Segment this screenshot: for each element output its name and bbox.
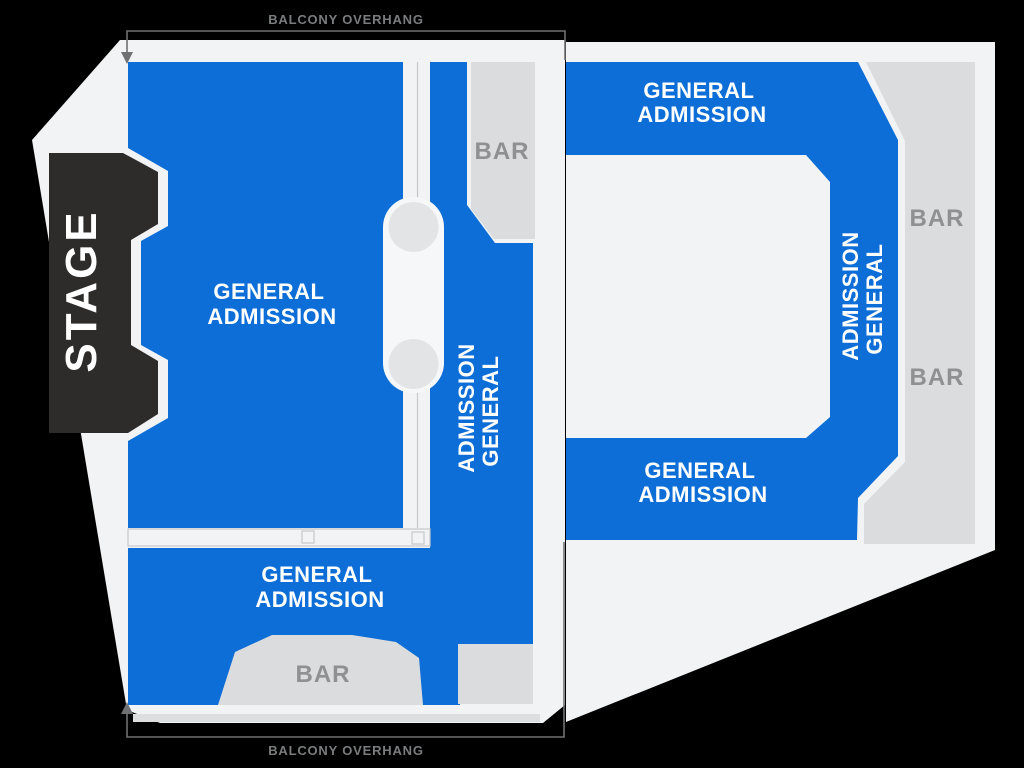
balcony-overhang-label-bottom: BALCONY OVERHANG — [268, 743, 424, 758]
section-general-admission-center-strip[interactable] — [430, 62, 533, 648]
section-label-lower: GENERAL ADMISSION — [255, 562, 384, 612]
stage-label: STAGE — [57, 209, 106, 372]
walkway-door-marker-left — [301, 530, 315, 544]
balcony-overhang-label-top: BALCONY OVERHANG — [268, 12, 424, 27]
support-column-top — [388, 202, 439, 252]
bottom-edge-strip — [133, 714, 540, 722]
section-label-right-lower: GENERAL ADMISSION — [638, 458, 767, 507]
bar-label-center: BAR — [475, 138, 530, 165]
walkway-door-marker-right — [411, 531, 425, 545]
balcony-overhang-bracket-top — [126, 30, 566, 62]
section-label-center-strip: GENERAL ADMISSION — [454, 343, 503, 472]
stage-area — [49, 153, 158, 433]
section-label-right-side: GENERAL ADMISSION — [838, 231, 887, 360]
section-label-right-upper: GENERAL ADMISSION — [637, 78, 766, 127]
bar-area-right-column — [864, 62, 975, 544]
bracket-arrow-up-icon — [121, 702, 133, 714]
balcony-overhang-bracket-bottom — [126, 542, 565, 738]
bracket-arrow-down-icon — [121, 52, 133, 64]
bar-label-right-bottom: BAR — [910, 364, 965, 391]
walkway — [127, 528, 431, 547]
bar-label-stage-end: BAR — [296, 661, 351, 688]
bar-area-center — [471, 62, 535, 239]
service-block — [458, 644, 533, 704]
bar-label-right-top: BAR — [910, 205, 965, 232]
section-general-admission-right[interactable] — [566, 62, 898, 540]
bar-area-stage-end — [218, 635, 423, 705]
section-label-main: GENERAL ADMISSION — [207, 279, 336, 329]
section-general-admission-main[interactable] — [128, 62, 403, 528]
support-column-bottom — [388, 339, 439, 389]
